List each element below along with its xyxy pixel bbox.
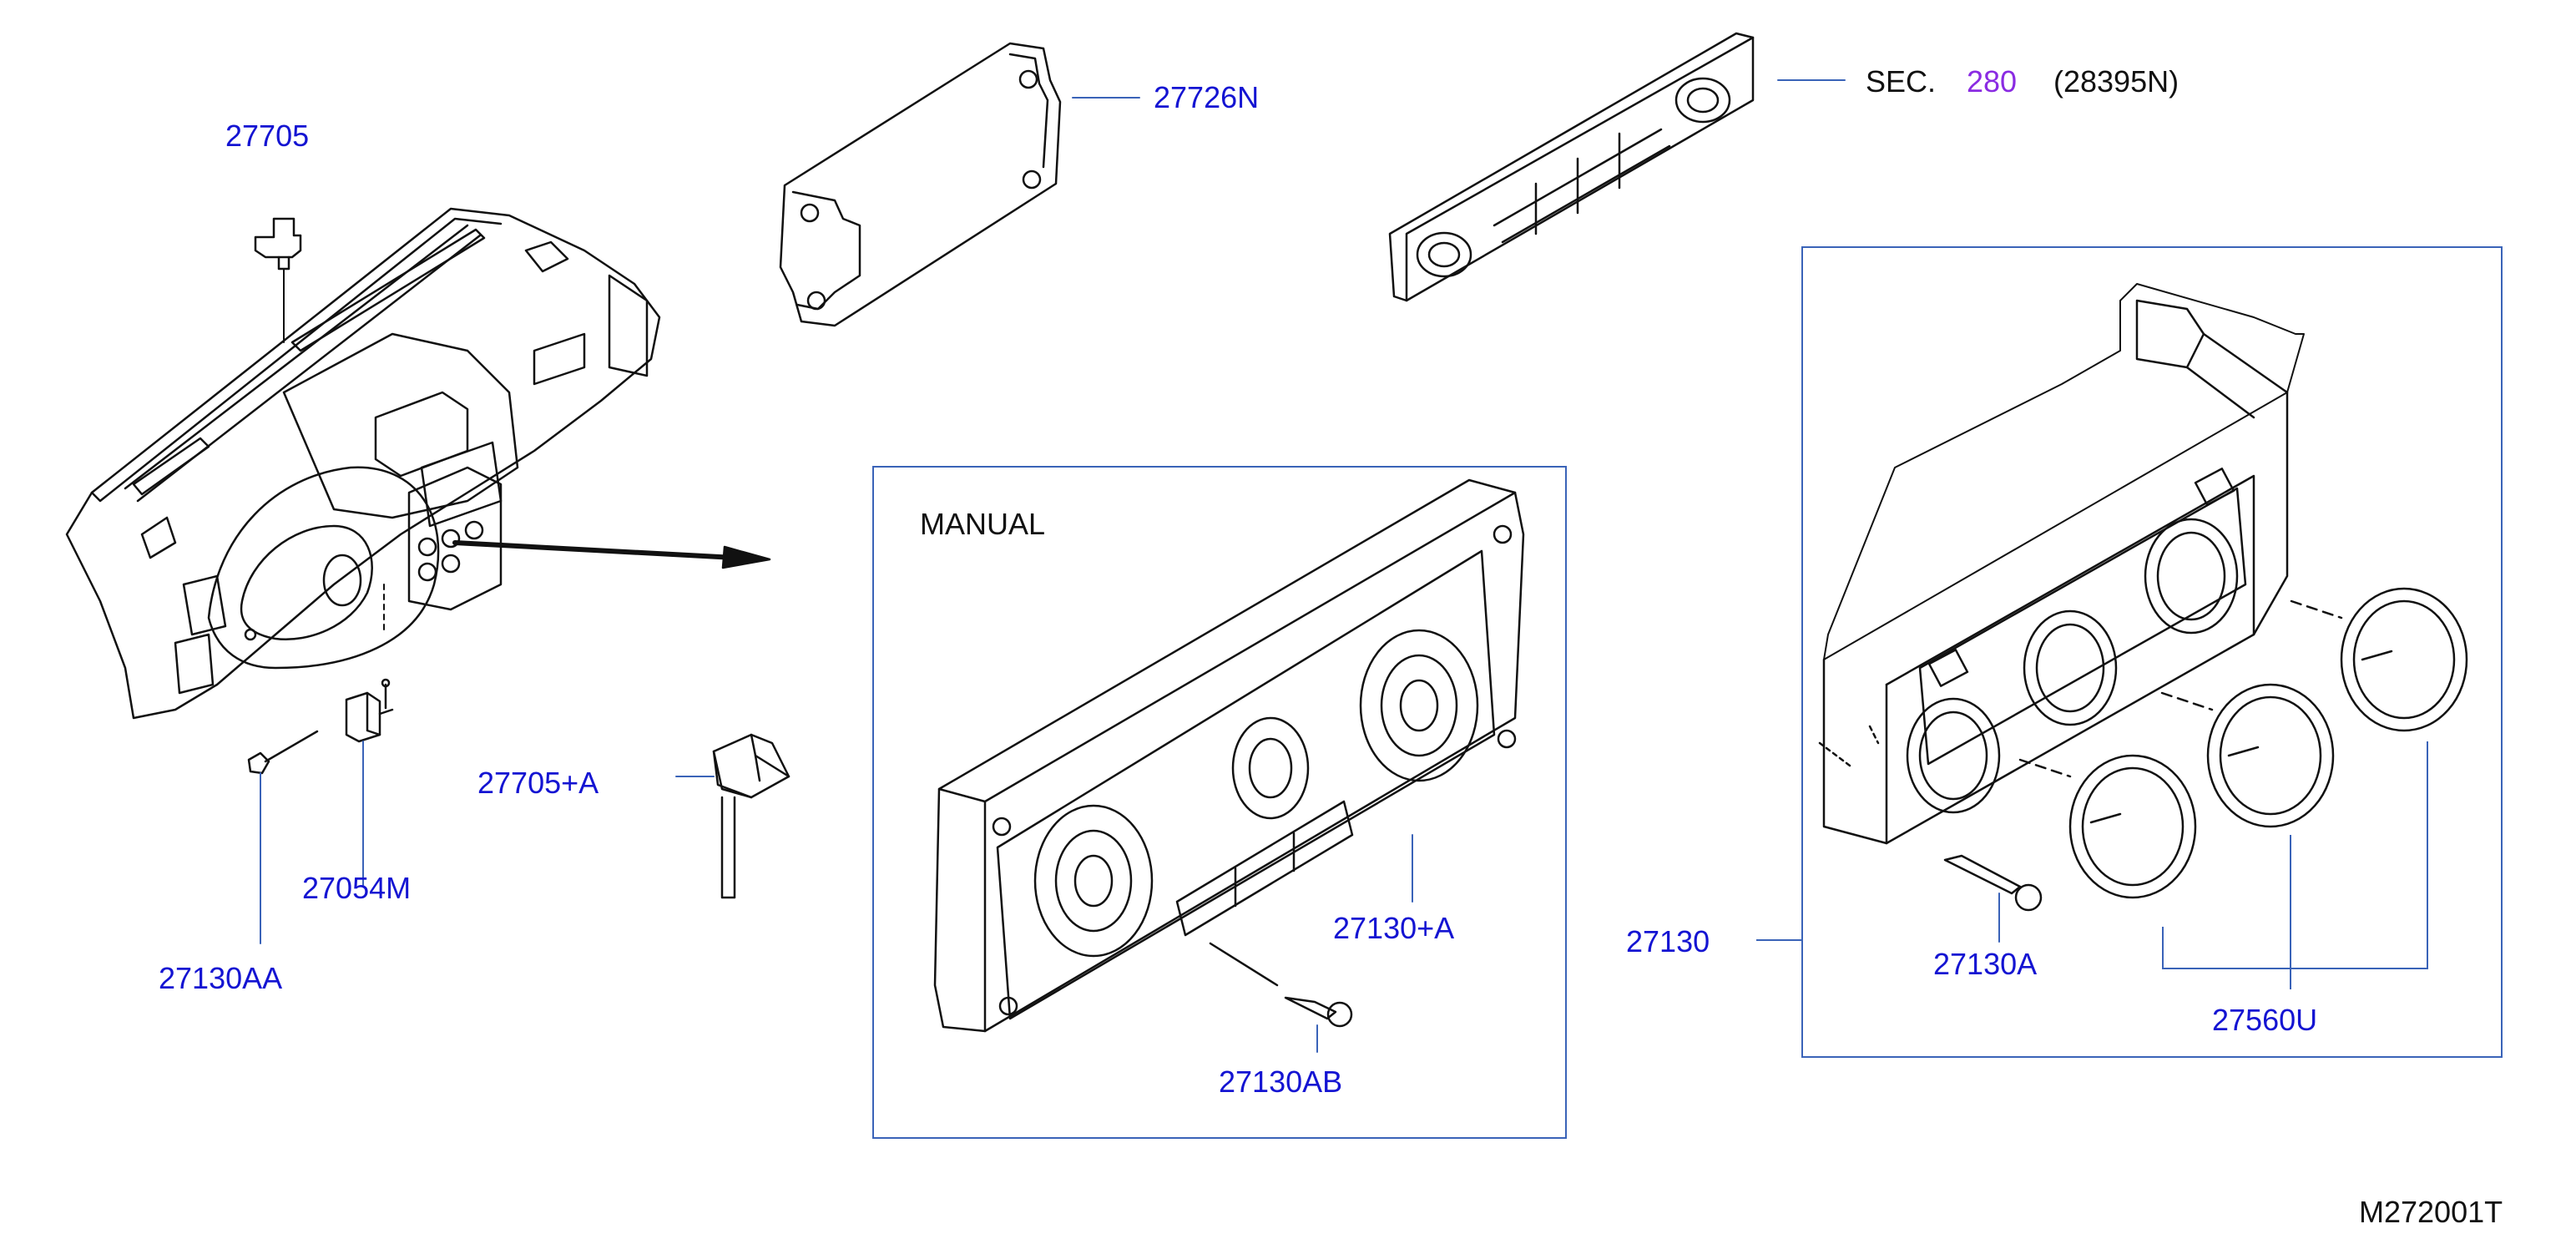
knob-drawing xyxy=(2018,587,2468,899)
auto-ac-control-unit-drawing xyxy=(1818,283,2305,845)
dashboard-assembly-drawing xyxy=(65,207,661,720)
bracket-27726N-drawing xyxy=(779,42,1140,327)
sensor-27705-drawing xyxy=(254,217,302,318)
part-label-27130A: 27130A xyxy=(1933,947,2038,981)
part-label-27560U: 27560U xyxy=(2212,1003,2318,1037)
manual-heading: MANUAL xyxy=(920,507,1046,541)
part-label-27130: 27130 xyxy=(1626,924,1710,958)
part-label-27705: 27705 xyxy=(225,119,310,153)
screw-drawing xyxy=(247,730,319,944)
auto-section-box xyxy=(1801,246,2503,1058)
part-label-27054M: 27054M xyxy=(302,871,412,905)
connector-27054M-drawing xyxy=(345,678,394,886)
manual-heater-control-drawing xyxy=(933,478,1525,1053)
diagram-code: M272001T xyxy=(2359,1195,2503,1229)
direction-arrow xyxy=(452,540,771,569)
control-panel-face-drawing xyxy=(1388,32,1846,302)
part-label-27130AB: 27130AB xyxy=(1219,1065,1343,1099)
sensor-27705A-drawing xyxy=(675,733,790,899)
part-label-27705A: 27705+A xyxy=(477,766,599,800)
part-label-27130AA: 27130AA xyxy=(159,961,283,995)
part-label-27130A-plus: 27130+A xyxy=(1333,911,1455,945)
manual-section-box xyxy=(872,466,1567,1139)
part-label-27726N: 27726N xyxy=(1154,80,1260,114)
section-ref-prefix: SEC. xyxy=(1866,64,1937,99)
screw-drawing xyxy=(1943,854,2043,943)
section-ref-part: (28395N) xyxy=(2053,64,2179,99)
section-ref-number[interactable]: 280 xyxy=(1967,64,2018,99)
